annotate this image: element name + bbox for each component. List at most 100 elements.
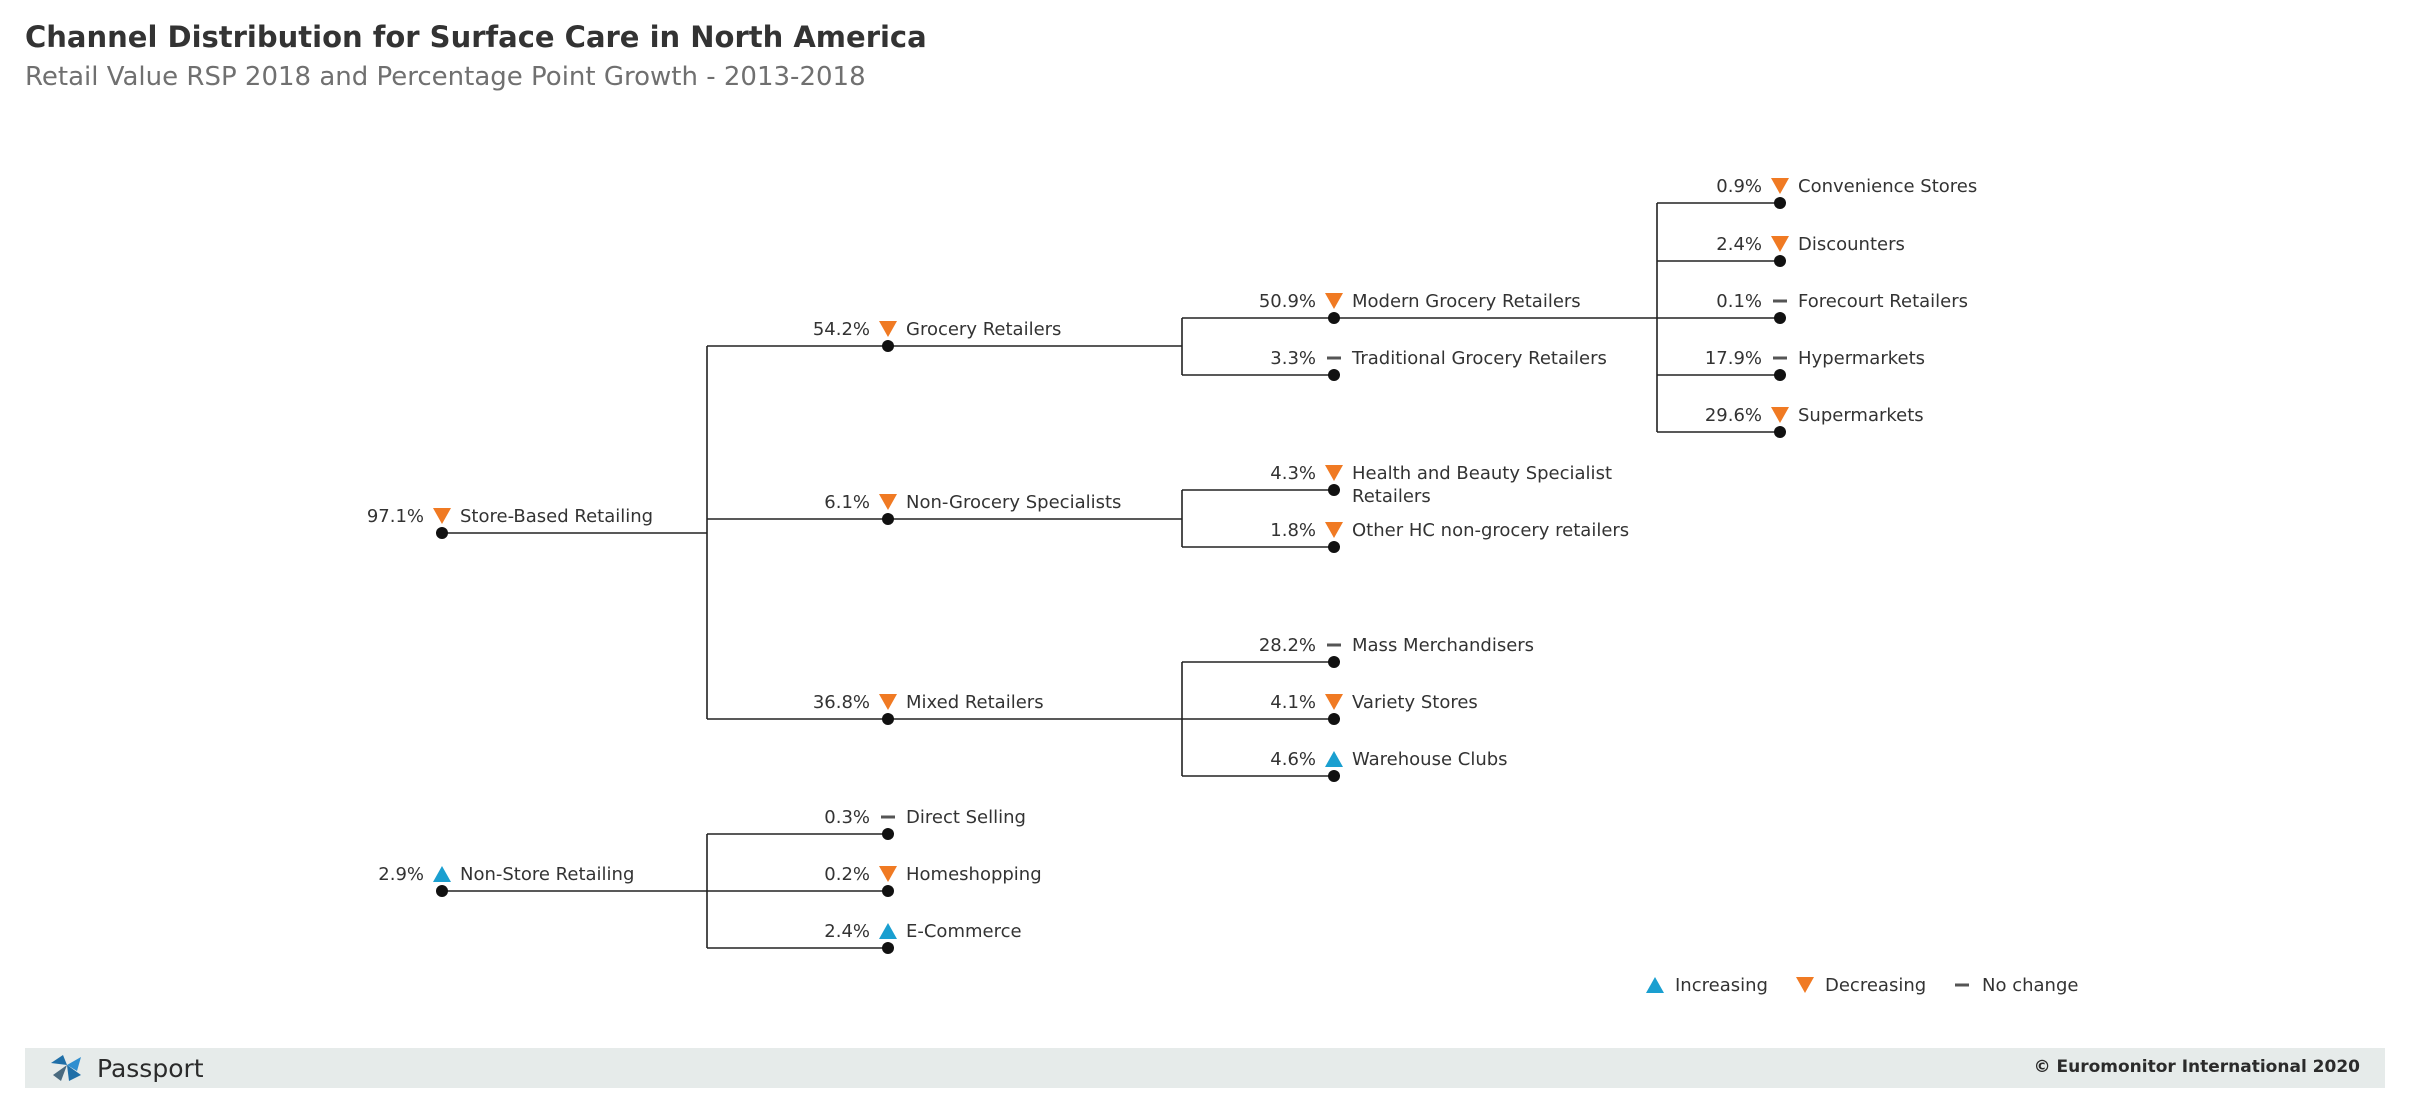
node-label: Mass Merchandisers <box>1352 635 1534 656</box>
node-value: 29.6% <box>1705 405 1762 426</box>
node-dot <box>882 828 894 840</box>
node-value: 28.2% <box>1259 635 1316 656</box>
node-dot <box>1328 541 1340 553</box>
node-dot <box>436 885 448 897</box>
page-title: Channel Distribution for Surface Care in… <box>25 20 927 54</box>
node-grocery-retailers: 54.2% Grocery Retailers <box>813 319 1061 352</box>
node-label: Grocery Retailers <box>906 319 1061 340</box>
node-dot <box>1774 369 1786 381</box>
increasing-triangle-icon <box>1325 751 1343 767</box>
node-label: Warehouse Clubs <box>1352 749 1508 770</box>
channel-tree-diagram: 97.1% Store-Based Retailing 54.2% Grocery R… <box>367 176 2079 996</box>
page-subtitle: Retail Value RSP 2018 and Percentage Poi… <box>25 62 866 92</box>
node-dot <box>1328 770 1340 782</box>
node-value: 0.1% <box>1716 291 1762 312</box>
node-dot <box>1774 255 1786 267</box>
node-label: Supermarkets <box>1798 405 1924 426</box>
node-value: 50.9% <box>1259 291 1316 312</box>
passport-logo-icon <box>51 1055 81 1081</box>
legend-label: Decreasing <box>1825 975 1926 996</box>
decreasing-triangle-icon <box>1771 407 1789 423</box>
node-label: Homeshopping <box>906 864 1042 885</box>
decreasing-triangle-icon <box>433 508 451 524</box>
node-non-store-retailing: 2.9%Non-Store Retailing <box>378 864 634 897</box>
node-value: 6.1% <box>824 492 870 513</box>
node-value: 36.8% <box>813 692 870 713</box>
node-label-continued: Retailers <box>1352 486 1431 507</box>
decreasing-triangle-icon <box>1796 977 1814 993</box>
node-label: Forecourt Retailers <box>1798 291 1968 312</box>
node-dot <box>882 713 894 725</box>
decreasing-triangle-icon <box>1325 293 1343 309</box>
node-dot <box>882 885 894 897</box>
decreasing-triangle-icon <box>1325 465 1343 481</box>
copyright-text: © Euromonitor International 2020 <box>2033 1057 2360 1077</box>
node-e-commerce: 2.4% E-Commerce <box>824 921 1022 954</box>
increasing-triangle-icon <box>879 923 897 939</box>
decreasing-triangle-icon <box>1771 178 1789 194</box>
node-label: Traditional Grocery Retailers <box>1351 348 1607 369</box>
node-value: 3.3% <box>1270 348 1316 369</box>
node-discounters: 2.4%Discounters <box>1716 234 1905 267</box>
brand-name: Passport <box>97 1053 204 1083</box>
node-variety-stores: 4.1% Variety Stores <box>1270 692 1478 725</box>
node-label: Variety Stores <box>1352 692 1478 713</box>
tree-nodes: 97.1% Store-Based Retailing 54.2% Grocery R… <box>367 176 1977 954</box>
node-value: 4.3% <box>1270 463 1316 484</box>
node-value: 2.4% <box>824 921 870 942</box>
decreasing-triangle-icon <box>879 321 897 337</box>
footer-bar: Passport © Euromonitor International 202… <box>25 1048 2385 1088</box>
node-health-and-beauty-specialist-retailers: 4.3% Health and Beauty SpecialistRetailer… <box>1270 463 1612 507</box>
node-mass-merchandisers: 28.2% Mass Merchandisers <box>1259 635 1534 668</box>
node-label: Discounters <box>1798 234 1905 255</box>
node-value: 0.3% <box>824 807 870 828</box>
node-dot <box>1774 426 1786 438</box>
node-label: Non-Store Retailing <box>460 864 634 885</box>
node-label: Convenience Stores <box>1798 176 1977 197</box>
node-non-grocery-specialists: 6.1%Non-Grocery Specialists <box>824 492 1121 525</box>
node-traditional-grocery-retailers: 3.3% Traditional Grocery Retailers <box>1270 348 1607 381</box>
node-homeshopping: 0.2% Homeshopping <box>824 864 1042 897</box>
legend-label: No change <box>1982 975 2078 996</box>
node-dot <box>1328 656 1340 668</box>
node-label: E-Commerce <box>906 921 1022 942</box>
node-dot <box>1328 713 1340 725</box>
node-direct-selling: 0.3% Direct Selling <box>824 807 1026 840</box>
node-value: 4.6% <box>1270 749 1316 770</box>
node-supermarkets: 29.6% Supermarkets <box>1705 405 1924 438</box>
brand[interactable]: Passport <box>47 1052 204 1084</box>
legend-item-no-change: No change <box>1955 975 2078 996</box>
node-label: Direct Selling <box>906 807 1026 828</box>
node-dot <box>882 942 894 954</box>
node-value: 4.1% <box>1270 692 1316 713</box>
node-value: 54.2% <box>813 319 870 340</box>
legend-label: Increasing <box>1675 975 1768 996</box>
node-label: Store-Based Retailing <box>460 506 653 527</box>
increasing-triangle-icon <box>1646 977 1664 993</box>
decreasing-triangle-icon <box>1325 694 1343 710</box>
connector-lines <box>442 202 1780 949</box>
node-store-based-retailing: 97.1% Store-Based Retailing <box>367 506 653 539</box>
node-value: 1.8% <box>1270 520 1316 541</box>
node-value: 17.9% <box>1705 348 1762 369</box>
node-label: Hypermarkets <box>1798 348 1925 369</box>
decreasing-triangle-icon <box>879 494 897 510</box>
node-value: 0.2% <box>824 864 870 885</box>
legend: Increasing Decreasing No change <box>1646 975 2078 996</box>
decreasing-triangle-icon <box>879 866 897 882</box>
node-hypermarkets: 17.9% Hypermarkets <box>1705 348 1925 381</box>
node-dot <box>882 513 894 525</box>
node-other-hc-non-grocery-retailers: 1.8% Other HC non-grocery retailers <box>1270 520 1629 553</box>
legend-item-decreasing: Decreasing <box>1796 975 1926 996</box>
node-dot <box>882 340 894 352</box>
node-dot <box>1774 197 1786 209</box>
node-modern-grocery-retailers: 50.9%Modern Grocery Retailers <box>1259 291 1581 324</box>
node-value: 97.1% <box>367 506 424 527</box>
node-mixed-retailers: 36.8%Mixed Retailers <box>813 692 1044 725</box>
node-dot <box>436 527 448 539</box>
node-dot <box>1774 312 1786 324</box>
node-forecourt-retailers: 0.1% Forecourt Retailers <box>1716 291 1968 324</box>
node-label: Other HC non-grocery retailers <box>1352 520 1629 541</box>
node-label: Health and Beauty Specialist <box>1352 463 1612 484</box>
decreasing-triangle-icon <box>879 694 897 710</box>
